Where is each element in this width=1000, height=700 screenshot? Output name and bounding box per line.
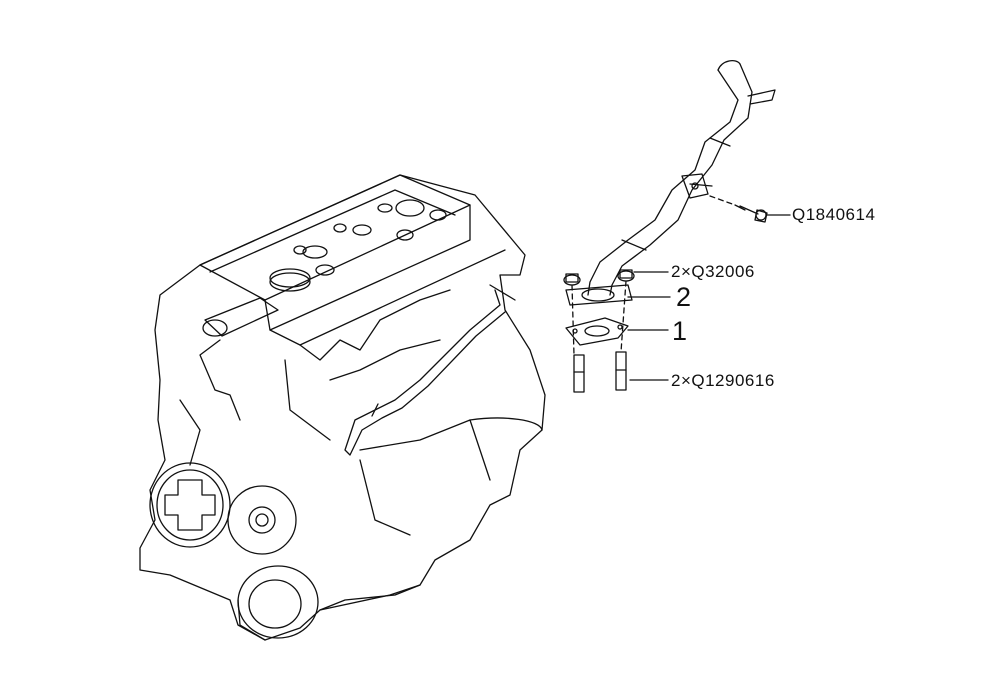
bracket-bolt xyxy=(709,195,791,223)
filler-tube xyxy=(565,59,776,306)
alignment-lines xyxy=(571,280,627,356)
studs xyxy=(573,351,669,393)
callout-flange-bolts: 2×Q32006 xyxy=(671,262,755,281)
gasket xyxy=(565,317,669,346)
engine-block xyxy=(139,174,546,641)
callout-bracket-bolt: Q1840614 xyxy=(792,205,876,224)
callout-part-1: 1 xyxy=(672,316,688,346)
callout-studs: 2×Q1290616 xyxy=(671,371,775,390)
callout-part-2: 2 xyxy=(676,282,692,312)
